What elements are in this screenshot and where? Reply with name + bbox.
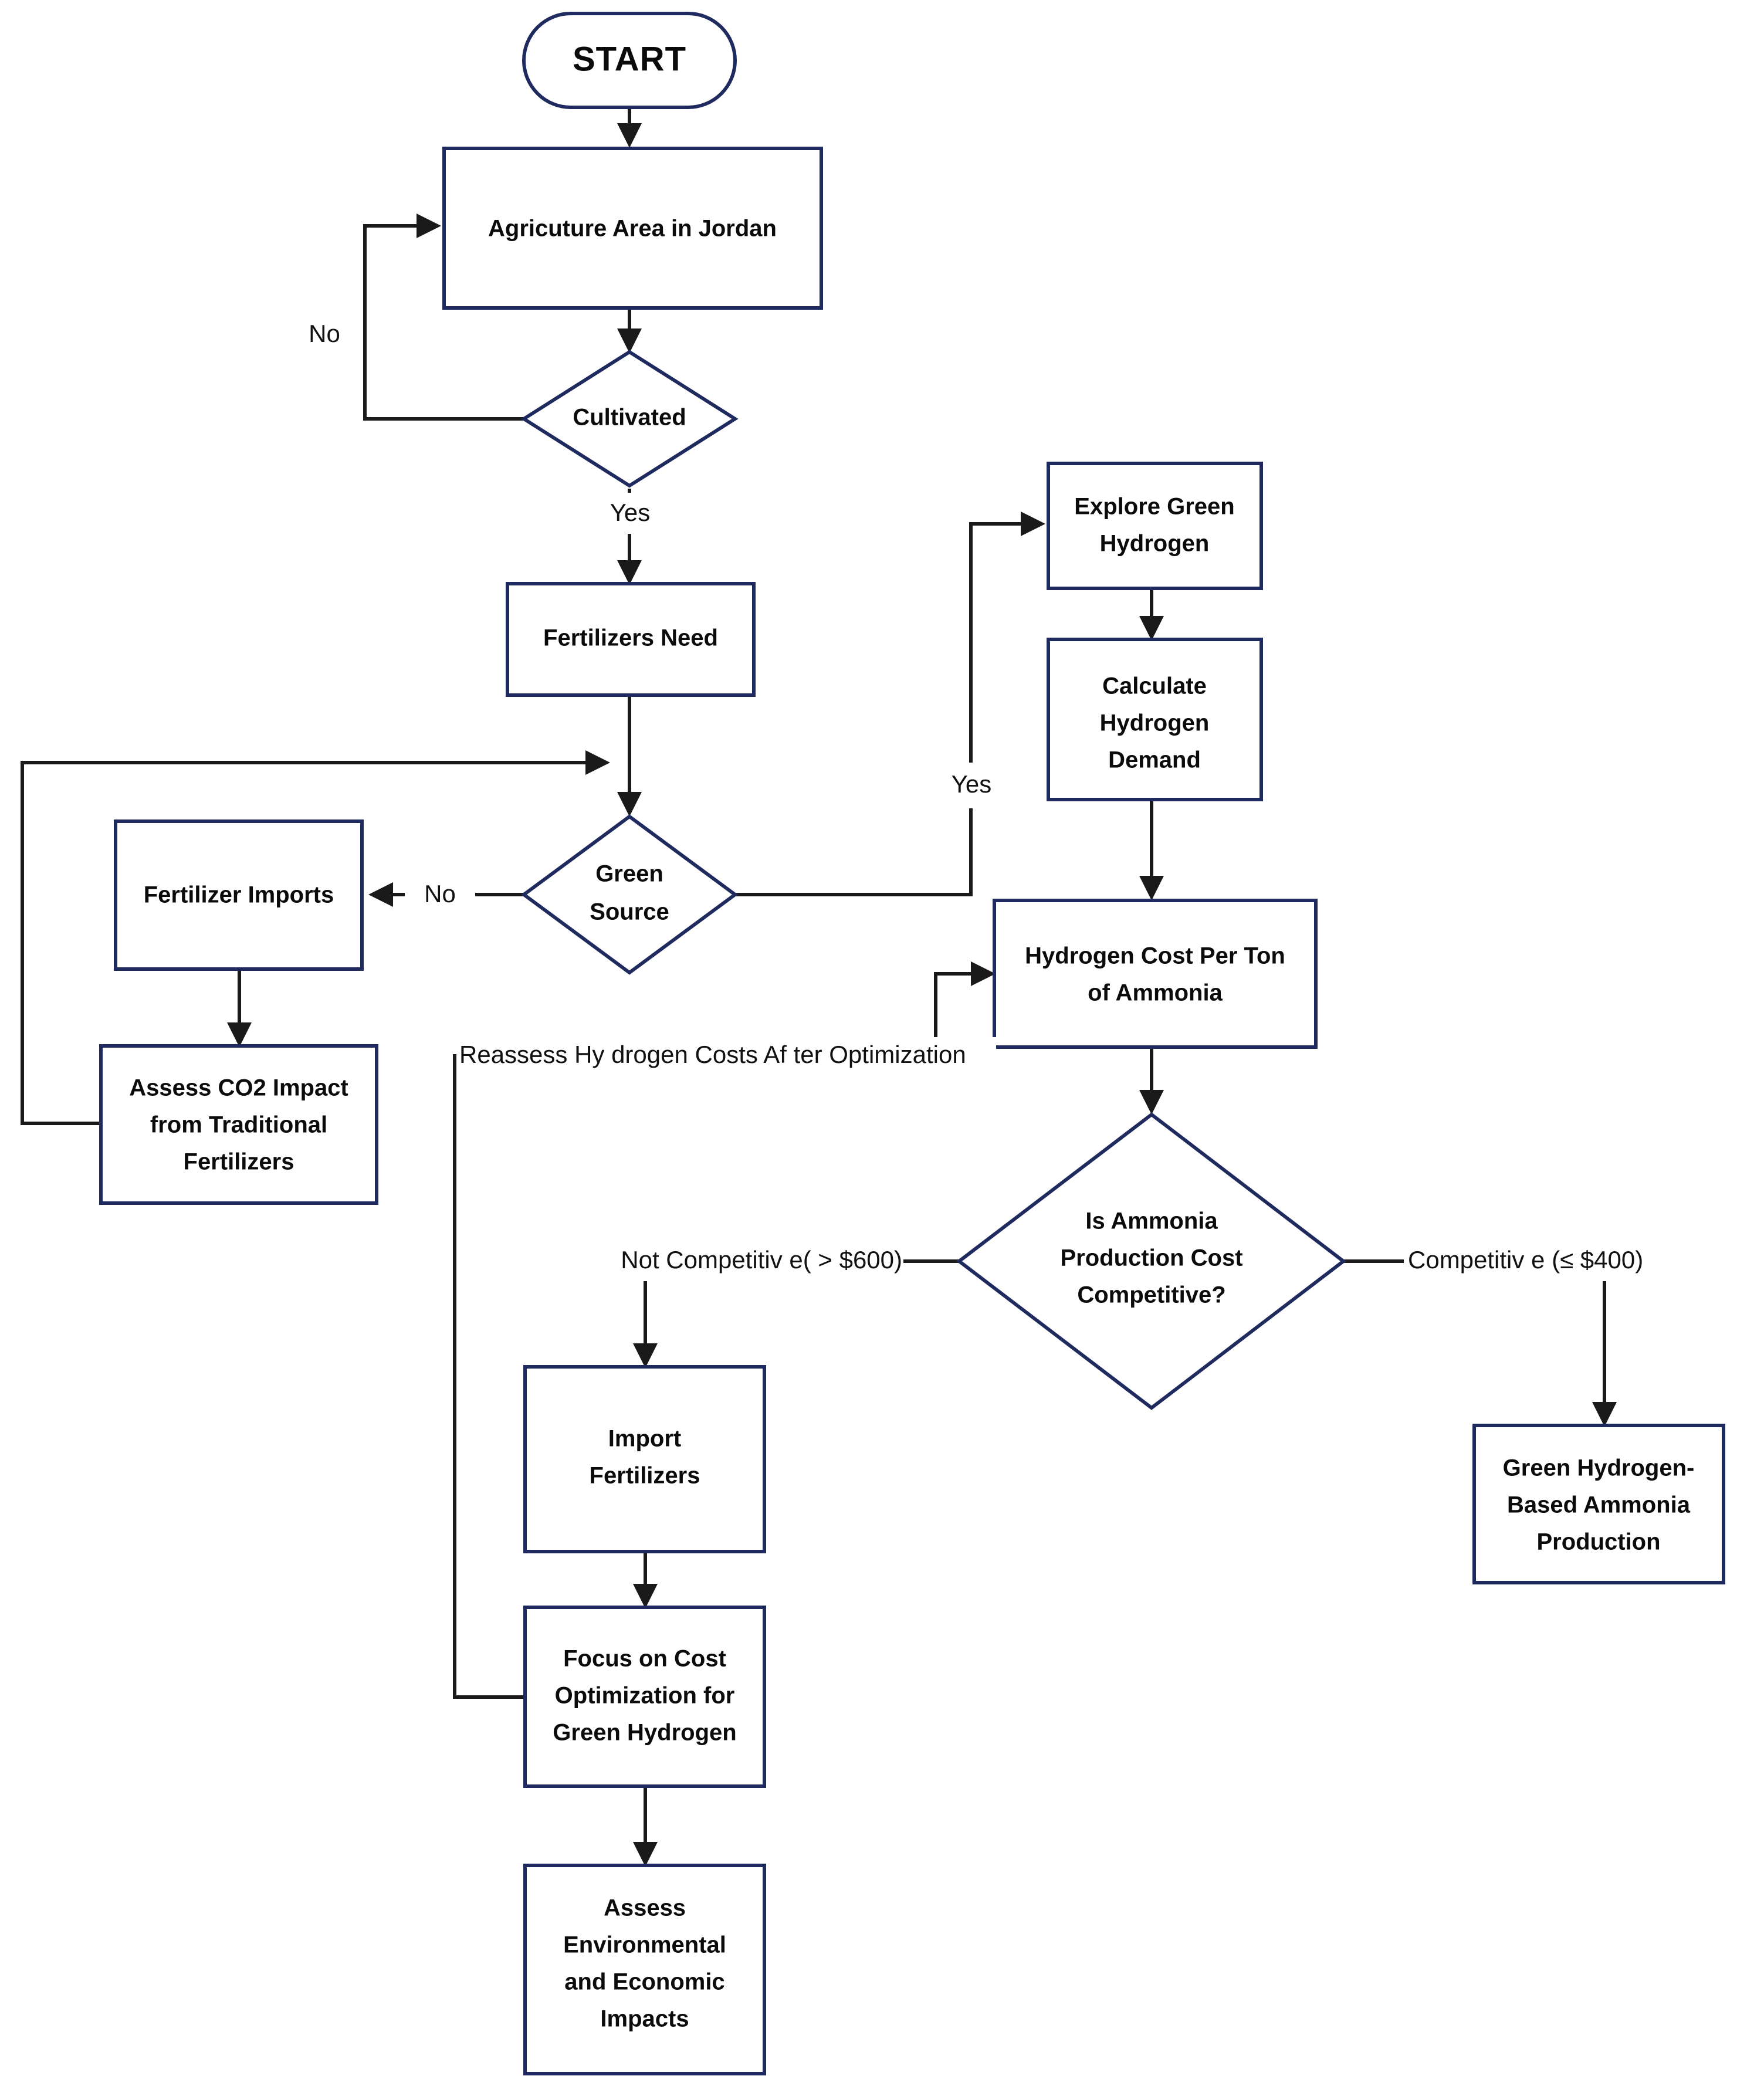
node-import-fertilizers-label-line1: Import <box>608 1426 681 1452</box>
node-assess-co2-label-line1: Assess CO2 Impact <box>129 1075 348 1101</box>
node-start-label: START <box>573 40 686 78</box>
node-cultivated-label: Cultivated <box>573 405 686 431</box>
node-explore-green-hydrogen-label-line1: Explore Green <box>1074 494 1234 520</box>
node-ammonia-cost-competitive-label-line3: Competitive? <box>1077 1282 1225 1308</box>
node-hydrogen-cost-per-ton-label-line1: Hydrogen Cost Per Ton <box>1025 943 1285 969</box>
node-ammonia-cost-competitive[interactable]: Is Ammonia Production Cost Competitive? <box>956 1112 1346 1410</box>
node-fertilizer-imports-label: Fertilizer Imports <box>144 882 334 908</box>
node-green-hydrogen-ammonia-production[interactable]: Green Hydrogen- Based Ammonia Production <box>1472 1424 1725 1584</box>
node-ammonia-cost-competitive-label-line1: Is Ammonia <box>1085 1208 1218 1234</box>
edge-label-bg-green-source-yes <box>933 763 1013 808</box>
node-fertilizer-imports[interactable]: Fertilizer Imports <box>114 819 364 971</box>
node-calculate-hydrogen-demand[interactable]: Calculate Hydrogen Demand <box>1047 638 1263 801</box>
edge-label-green-source-no: No <box>424 880 456 907</box>
edge-green-source-yes-to-explore-h2 <box>735 512 1045 896</box>
edge-cultivated-no-loop <box>363 214 536 421</box>
node-fertilizers-need-label: Fertilizers Need <box>543 625 718 651</box>
edge-ammonia-competitive-to-green-ammonia <box>1343 1259 1617 1427</box>
edge-label-not-competitive: Not Competitiv e( > $600) <box>621 1246 902 1274</box>
edge-co2-feedback-to-green-source <box>21 750 610 1125</box>
edge-label-bg-green-source-no <box>405 874 475 915</box>
node-agriculture-area-label: Agricuture Area in Jordan <box>488 216 777 242</box>
node-focus-cost-optimization[interactable]: Focus on Cost Optimization for Green Hyd… <box>523 1606 766 1788</box>
node-assess-environmental-economic-label-line2: Environmental <box>563 1932 726 1958</box>
edge-label-reassess-hydrogen-costs: Reassess Hy drogen Costs Af ter Optimiza… <box>459 1041 966 1068</box>
node-calculate-hydrogen-demand-label-line3: Demand <box>1108 747 1201 773</box>
node-ammonia-cost-competitive-label-line2: Production Cost <box>1060 1245 1242 1271</box>
node-green-hydrogen-ammonia-production-label-line3: Production <box>1536 1529 1660 1555</box>
node-focus-cost-optimization-label-line2: Optimization for <box>555 1683 735 1709</box>
edge-label-competitive: Competitiv e (≤ $400) <box>1408 1246 1643 1274</box>
edge-label-bg-cultivated-yes <box>592 493 668 534</box>
node-cultivated[interactable]: Cultivated <box>520 350 739 488</box>
node-assess-co2-label-line3: Fertilizers <box>184 1149 294 1175</box>
node-start[interactable]: START <box>522 12 737 109</box>
node-green-source-label-line2: Source <box>590 899 669 925</box>
edge-label-cultivated-yes: Yes <box>610 499 651 526</box>
node-import-fertilizers-label-line2: Fertilizers <box>590 1463 700 1489</box>
node-green-source-label-line1: Green <box>595 861 663 887</box>
node-calculate-hydrogen-demand-label-line1: Calculate <box>1102 673 1207 699</box>
node-calculate-hydrogen-demand-label-line2: Hydrogen <box>1100 710 1210 736</box>
node-green-source[interactable]: Green Source <box>520 814 739 975</box>
node-assess-co2-label-line2: from Traditional <box>150 1112 327 1138</box>
node-assess-environmental-economic[interactable]: Assess Environmental and Economic Impact… <box>523 1864 766 2075</box>
node-focus-cost-optimization-label-line1: Focus on Cost <box>563 1646 726 1672</box>
edge-reassess-loop-to-h2-cost <box>453 961 996 1699</box>
edge-label-bg-competitive <box>1404 1242 1680 1281</box>
node-assess-environmental-economic-label-line3: and Economic <box>564 1969 724 1995</box>
edge-label-bg-cultivated-no <box>287 311 358 352</box>
node-explore-green-hydrogen-label-line2: Hydrogen <box>1100 531 1210 557</box>
node-assess-co2[interactable]: Assess CO2 Impact from Traditional Ferti… <box>99 1044 378 1205</box>
node-hydrogen-cost-per-ton[interactable]: Hydrogen Cost Per Ton of Ammonia <box>993 899 1318 1049</box>
edge-label-cultivated-no: No <box>309 320 340 347</box>
node-assess-environmental-economic-label-line1: Assess <box>604 1895 686 1921</box>
node-green-hydrogen-ammonia-production-label-line1: Green Hydrogen- <box>1503 1455 1695 1481</box>
node-green-hydrogen-ammonia-production-label-line2: Based Ammonia <box>1507 1492 1691 1518</box>
node-focus-cost-optimization-label-line3: Green Hydrogen <box>553 1720 736 1746</box>
node-explore-green-hydrogen[interactable]: Explore Green Hydrogen <box>1047 462 1263 590</box>
node-fertilizers-need[interactable]: Fertilizers Need <box>506 582 756 697</box>
node-import-fertilizers[interactable]: Import Fertilizers <box>523 1365 766 1553</box>
edge-label-bg-reassess <box>456 1037 996 1076</box>
edge-label-bg-not-competitive <box>587 1242 903 1281</box>
edge-label-green-source-yes: Yes <box>952 770 992 798</box>
node-hydrogen-cost-per-ton-label-line2: of Ammonia <box>1088 980 1223 1006</box>
node-agriculture-area[interactable]: Agricuture Area in Jordan <box>442 147 823 310</box>
node-assess-environmental-economic-label-line4: Impacts <box>600 2006 689 2032</box>
